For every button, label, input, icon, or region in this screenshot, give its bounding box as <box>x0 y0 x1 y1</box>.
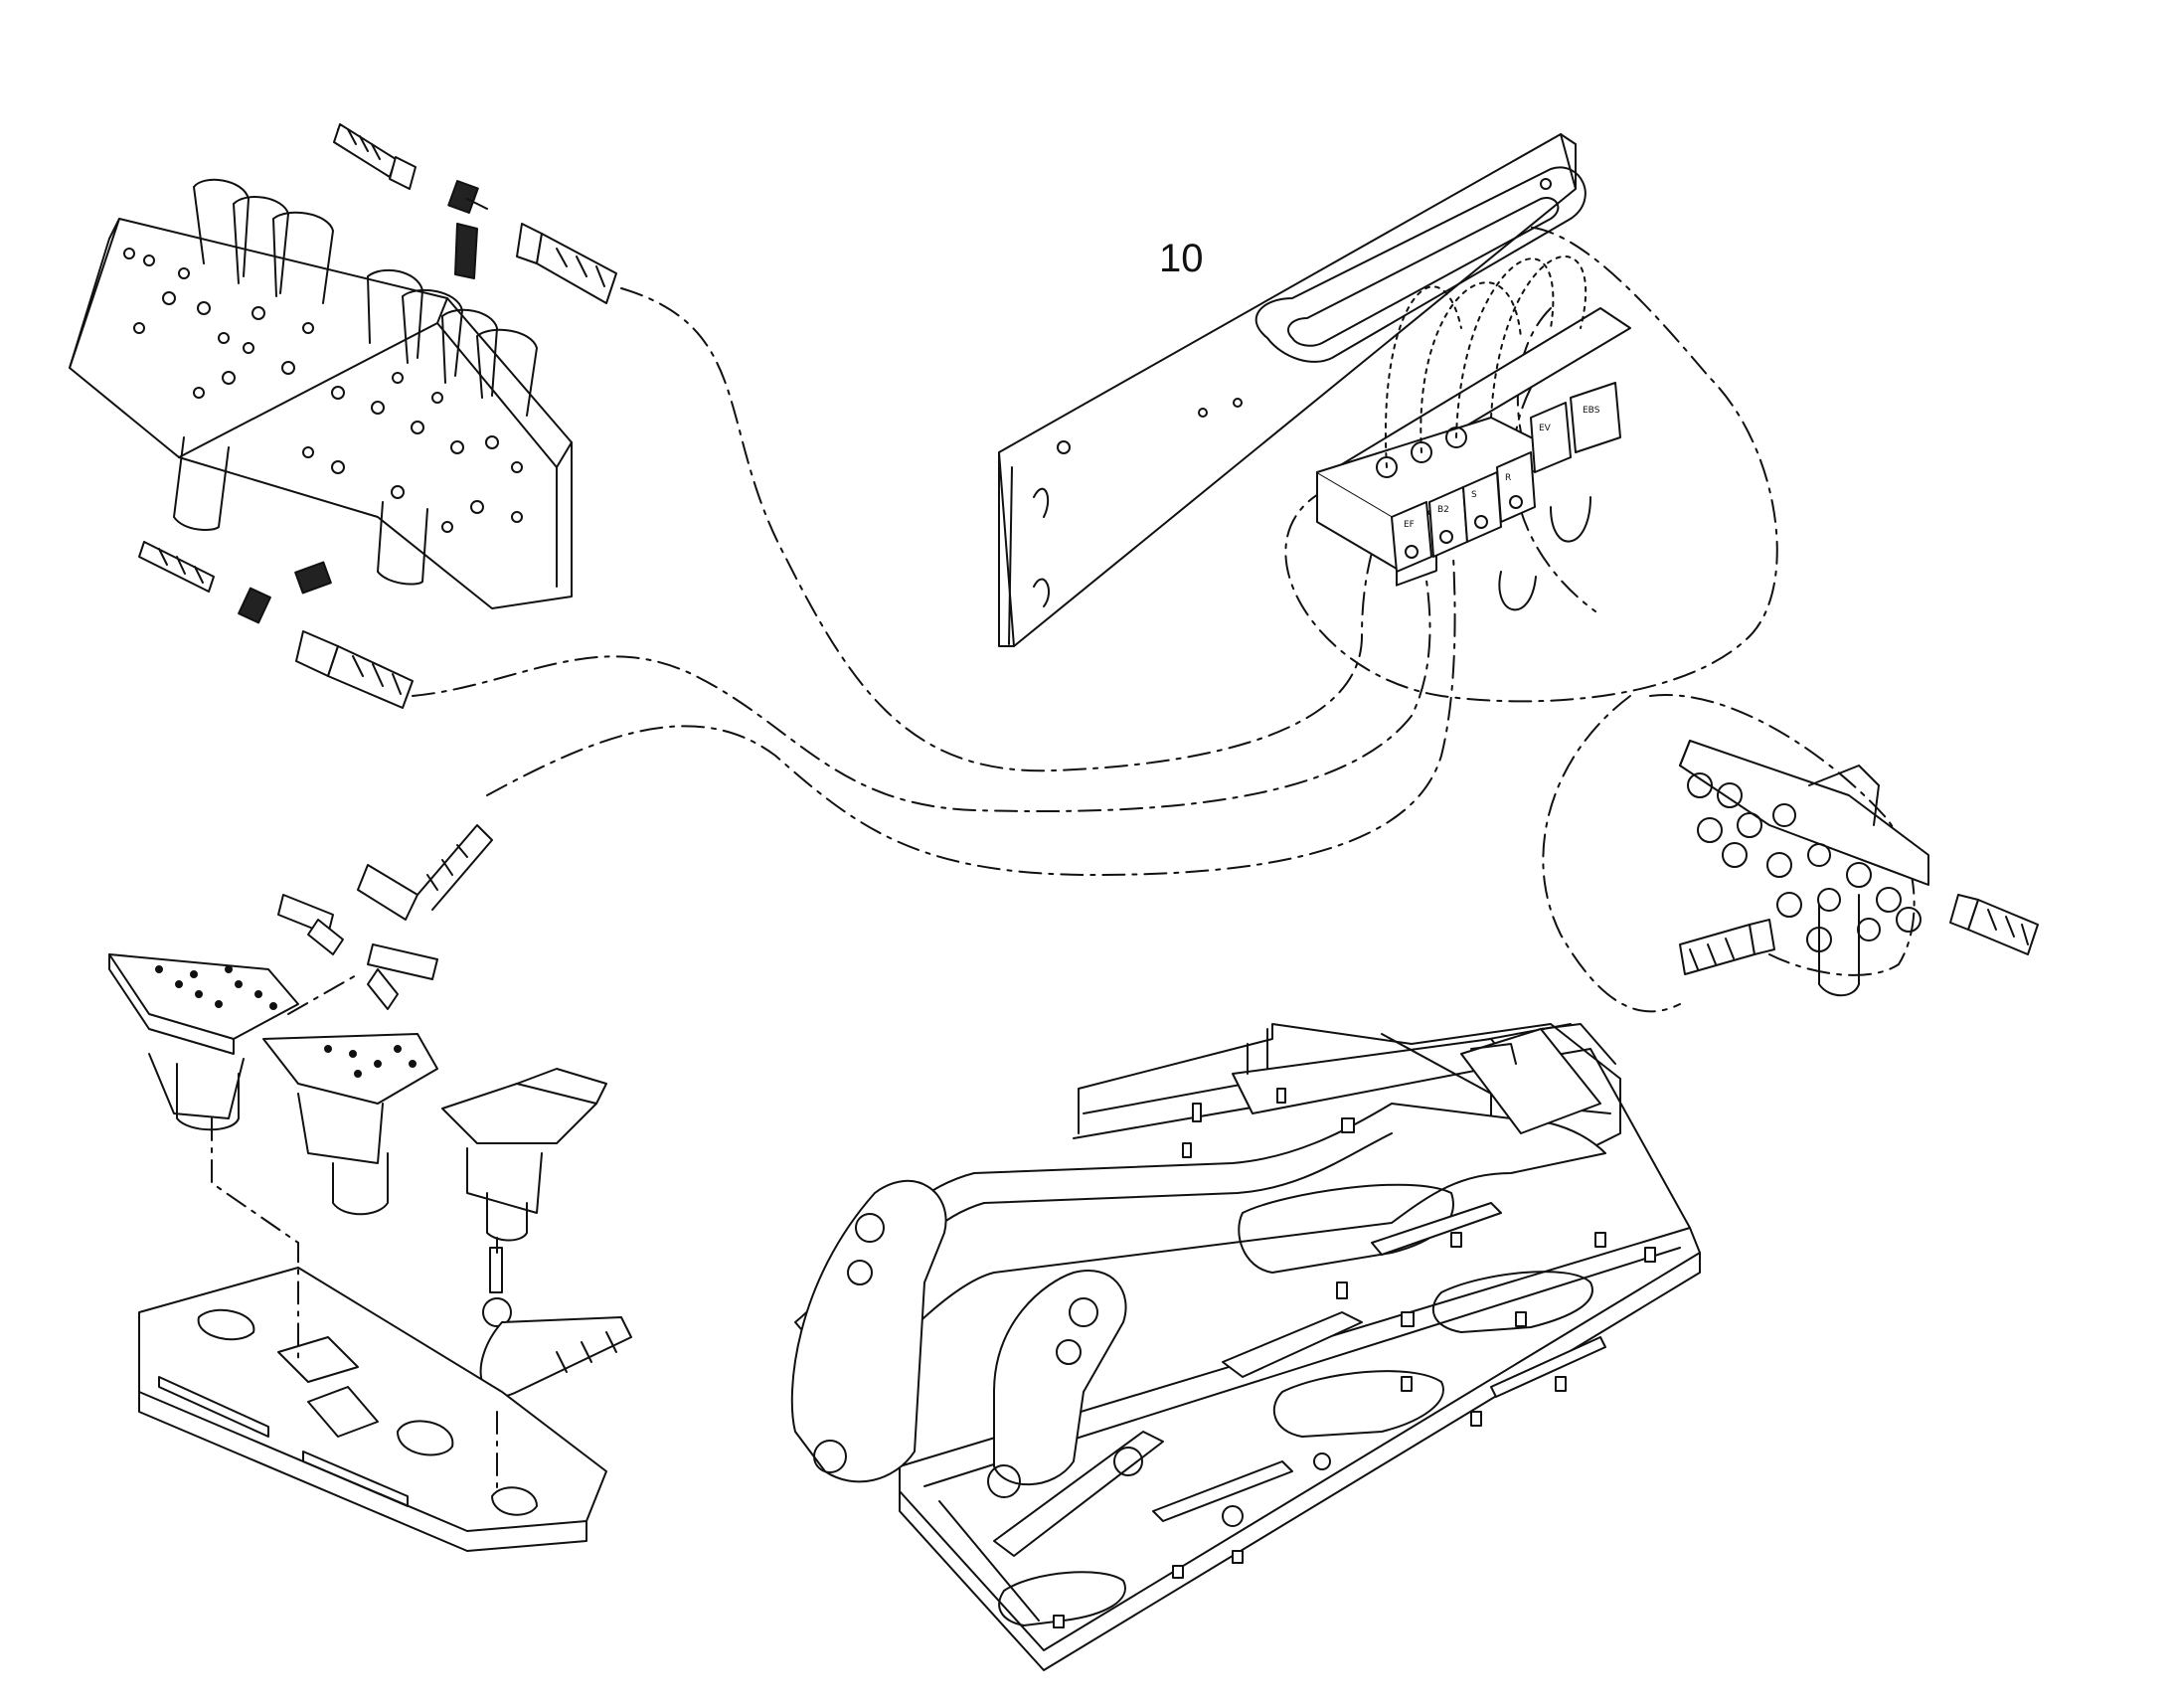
fitting-hose-upper-icon <box>333 123 617 304</box>
assembly-leader-lines <box>211 973 498 1492</box>
callout-label-10: 10 <box>1159 237 1204 280</box>
pedal-base-plate-icon <box>138 1267 607 1552</box>
solenoid-tag-6: EBS <box>1583 406 1600 416</box>
chassis-frame-icon <box>790 1023 1701 1671</box>
solenoid-tag-5: EV <box>1539 424 1552 433</box>
solenoid-tag-1: EF <box>1404 520 1415 530</box>
hose-route-lines <box>412 226 1916 1013</box>
solenoid-tag-3: S <box>1471 490 1477 500</box>
solenoid-tag-4: R <box>1505 473 1511 483</box>
mounting-plate-with-blocks-icon: EF B2 S R EV EBS <box>998 133 1631 647</box>
foot-pedal-assembly-icon <box>108 824 632 1398</box>
solenoid-tag-2: B2 <box>1437 505 1449 515</box>
distribution-manifold-icon <box>1679 740 2039 997</box>
fitting-hose-lower-icon <box>138 541 414 709</box>
hydraulic-valve-block-icon <box>69 178 573 609</box>
